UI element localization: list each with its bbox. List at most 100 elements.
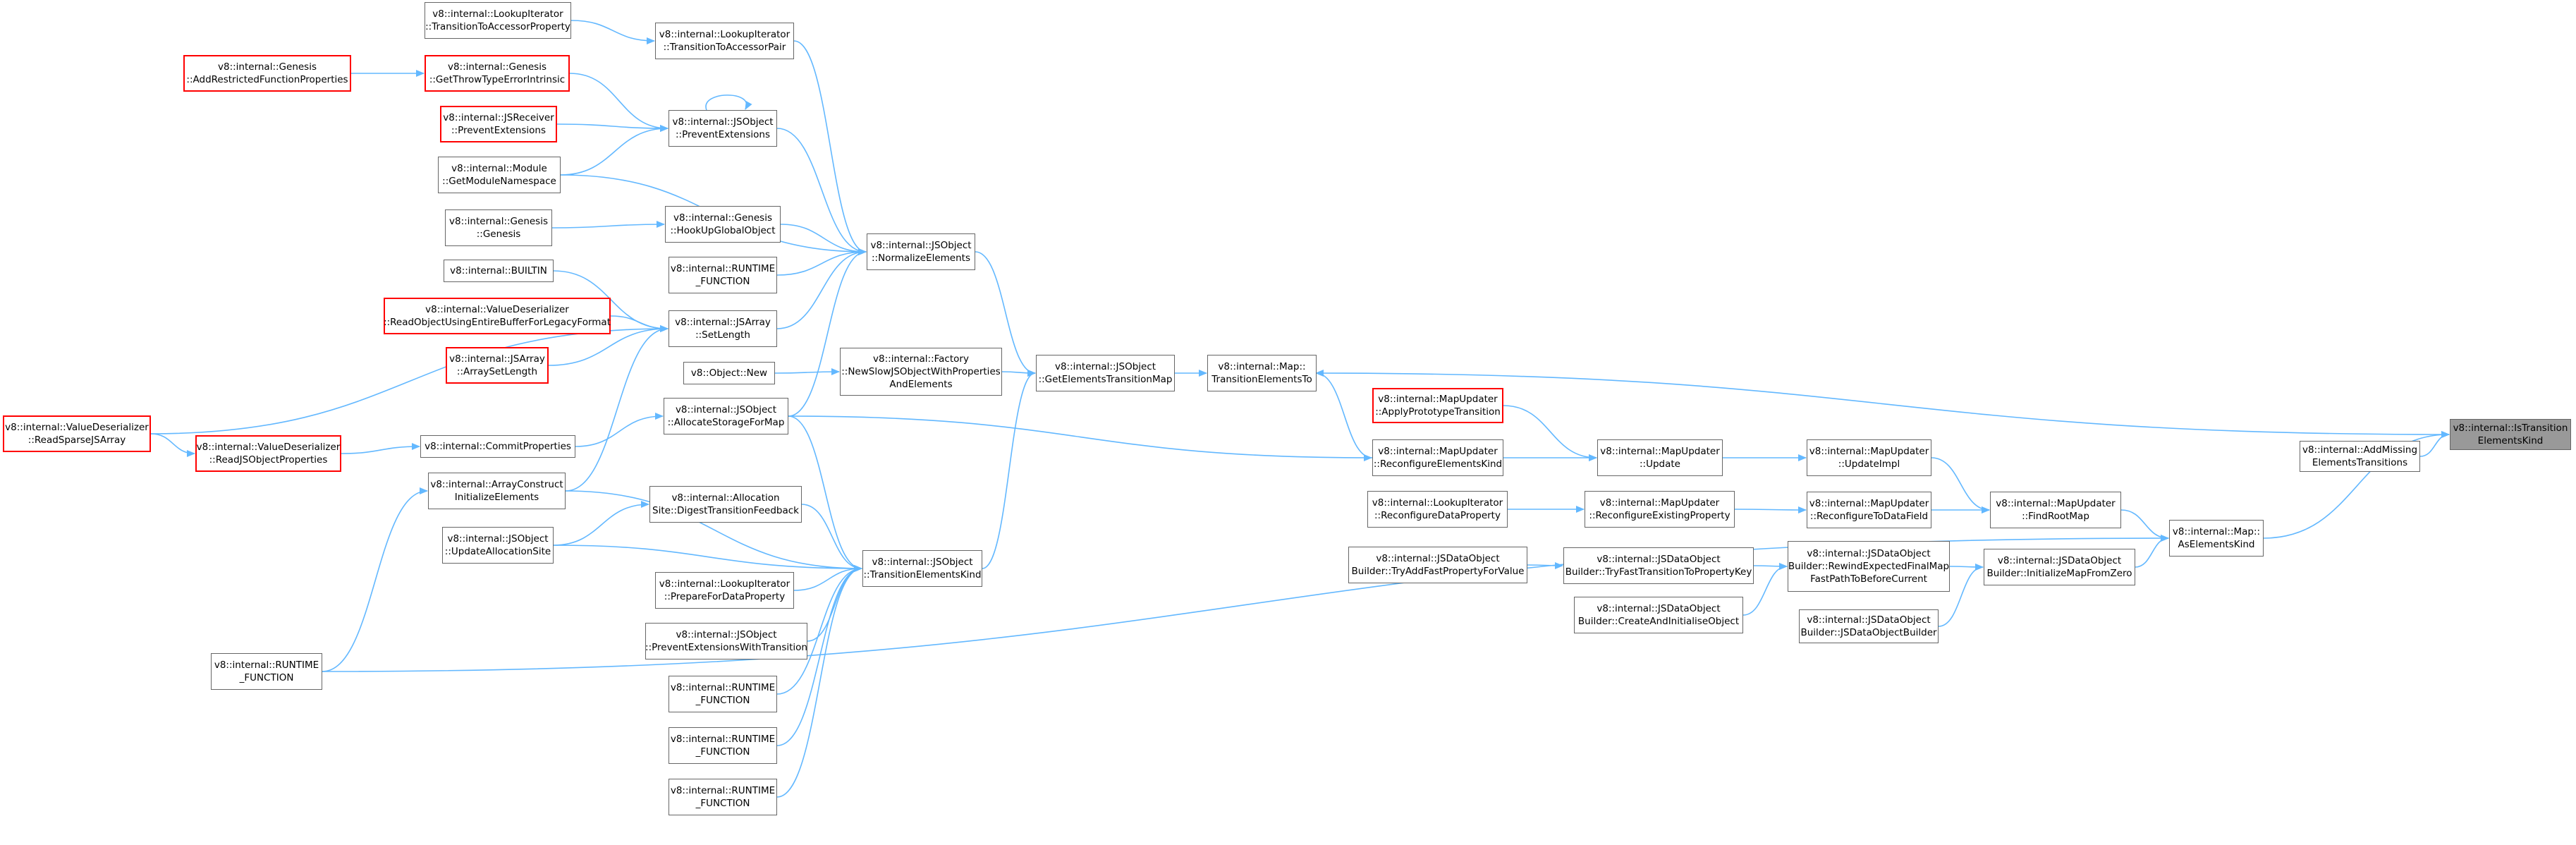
node-runtime-function[interactable]: v8::internal::RUNTIME_FUNCTION: [669, 257, 777, 293]
node-map-transition-elements-to[interactable]: v8::internal::Map::TransitionElementsTo: [1207, 355, 1317, 391]
edge-n_gen-to-n_hugo: [551, 221, 665, 229]
edge-n_jrpe-to-n_pe: [556, 123, 669, 132]
node-runtime-function[interactable]: v8::internal::RUNTIME_FUNCTION: [669, 676, 777, 712]
node-runtime-function[interactable]: v8::internal::RUNTIME_FUNCTION: [211, 653, 322, 690]
node-label: v8::internal::MapUpdater::FindRootMap: [1996, 498, 2116, 522]
node-lookup-iterator-reconfigure-data-property[interactable]: v8::internal::LookupIterator::Reconfigur…: [1367, 491, 1508, 528]
edge-n_rfl-to-n_acie: [322, 487, 428, 672]
node-label: v8::internal::Genesis::Genesis: [448, 216, 549, 240]
node-factory-new-slow-jsobject[interactable]: v8::internal::Factory::NewSlowJSObjectWi…: [840, 348, 1002, 396]
node-label: v8::internal::Genesis::AddRestrictedFunc…: [186, 61, 348, 85]
node-lookup-iterator-transition-to-accessor-pair[interactable]: v8::internal::LookupIterator::Transition…: [655, 23, 794, 59]
edge-n_rf1-to-n_norm: [776, 248, 867, 276]
edge-n_cai-to-n_rewind: [1742, 563, 1788, 616]
node-jsobject-prevent-extensions[interactable]: v8::internal::JSObject::PreventExtension…: [669, 110, 777, 147]
node-value-deserializer-read-sparse-jsarray[interactable]: v8::internal::ValueDeserializer::ReadSpa…: [3, 415, 151, 452]
node-jsarray-set-length[interactable]: v8::internal::JSArray::SetLength: [669, 310, 777, 347]
node-label: v8::internal::JSObject::PreventExtension…: [672, 116, 774, 140]
node-jsobject-normalize-elements[interactable]: v8::internal::JSObject::NormalizeElement…: [867, 233, 975, 270]
node-label: v8::internal::RUNTIME_FUNCTION: [670, 263, 776, 287]
edge-n_frm-to-n_aek: [2120, 509, 2169, 542]
edge-n_ua-to-n_adtf: [553, 501, 649, 546]
edge-n_objnew-to-n_fac: [774, 368, 840, 376]
node-label: v8::internal::LookupIterator::PrepareFor…: [659, 578, 790, 602]
node-label: v8::internal::RUNTIME_FUNCTION: [214, 659, 319, 683]
node-label: v8::internal::JSArray::SetLength: [675, 317, 771, 341]
node-jsreceiver-prevent-extensions[interactable]: v8::internal::JSReceiver::PreventExtensi…: [440, 106, 557, 142]
node-map-updater-reconfigure-to-data-field[interactable]: v8::internal::MapUpdater::ReconfigureToD…: [1807, 492, 1931, 528]
node-jsobject-get-elements-transition-map[interactable]: v8::internal::JSObject::GetElementsTrans…: [1036, 355, 1175, 391]
node-label: v8::internal::Genesis::GetThrowTypeError…: [429, 61, 566, 85]
edge-n_ua-to-n_tek: [553, 545, 862, 572]
node-label: v8::internal::LookupIterator::Reconfigur…: [1372, 497, 1503, 521]
node-label: v8::internal::MapUpdater::ReconfigureExi…: [1589, 497, 1730, 521]
node-map-updater-update[interactable]: v8::internal::MapUpdater::Update: [1597, 439, 1723, 476]
node-runtime-function[interactable]: v8::internal::RUNTIME_FUNCTION: [669, 727, 777, 764]
node-label: v8::internal::JSObject::AllocateStorageF…: [667, 404, 785, 428]
node-label: v8::internal::JSArray::ArraySetLength: [449, 353, 545, 377]
node-lookup-iterator-prepare-for-data-property[interactable]: v8::internal::LookupIterator::PrepareFor…: [655, 572, 794, 609]
node-map-updater-reconfigure-elements-kind[interactable]: v8::internal::MapUpdater::ReconfigureEle…: [1372, 439, 1503, 476]
node-jsobject-update-allocation-site[interactable]: v8::internal::JSObject::UpdateAllocation…: [442, 527, 554, 564]
node-label: v8::internal::MapUpdater::ApplyPrototype…: [1375, 394, 1501, 418]
node-value-deserializer-read-jsobject-properties[interactable]: v8::internal::ValueDeserializer::ReadJSO…: [195, 435, 341, 472]
node-label: v8::internal::CommitProperties: [425, 441, 571, 452]
node-value-deserializer-read-object-legacy-format[interactable]: v8::internal::ValueDeserializer::ReadObj…: [384, 298, 611, 334]
edge-n_asfm-to-n_rek: [788, 415, 1372, 461]
edge-n_imfz-to-n_aek: [2135, 535, 2169, 568]
node-module-get-module-namespace[interactable]: v8::internal::Module::GetModuleNamespace: [438, 157, 561, 193]
node-label: v8::internal::JSObject::TransitionElemen…: [863, 557, 982, 580]
node-builtin[interactable]: v8::internal::BUILTIN: [444, 260, 554, 282]
node-map-as-elements-kind[interactable]: v8::internal::Map::AsElementsKind: [2169, 520, 2264, 557]
edge-n_setlen-to-n_norm: [776, 248, 867, 329]
edge-n_hugo-to-n_norm: [780, 224, 867, 255]
node-runtime-function[interactable]: v8::internal::RUNTIME_FUNCTION: [669, 779, 777, 815]
node-lookup-iterator-transition-to-accessor-property[interactable]: v8::internal::LookupIterator::Transition…: [425, 2, 571, 39]
node-label: v8::internal::MapUpdater::Update: [1600, 446, 1720, 470]
edge-n_cp-to-n_asfm: [575, 413, 664, 447]
node-label: v8::internal::RUNTIME_FUNCTION: [670, 682, 776, 706]
edge-n_rf2-to-n_tek: [776, 565, 862, 695]
node-label: v8::internal::RUNTIME_FUNCTION: [670, 734, 776, 758]
node-object-new[interactable]: v8::Object::New: [683, 362, 775, 384]
edge-n_gtte-to-n_pe: [569, 73, 669, 132]
node-genesis-genesis[interactable]: v8::internal::Genesis::Genesis: [445, 209, 552, 246]
node-commit-properties[interactable]: v8::internal::CommitProperties: [420, 435, 575, 458]
node-jsobject-prevent-extensions-with-transition[interactable]: v8::internal::JSObject::PreventExtension…: [645, 623, 807, 659]
node-map-updater-reconfigure-existing-property[interactable]: v8::internal::MapUpdater::ReconfigureExi…: [1585, 491, 1735, 528]
node-label: v8::internal::LookupIterator::Transition…: [425, 8, 570, 32]
node-map-updater-apply-prototype-transition[interactable]: v8::internal::MapUpdater::ApplyPrototype…: [1372, 388, 1503, 423]
edge-n_asl-to-n_setlen: [548, 325, 669, 366]
node-genesis-hook-up-global-object[interactable]: v8::internal::Genesis::HookUpGlobalObjec…: [665, 206, 781, 243]
edge-n_acie-to-n_setlen: [565, 325, 669, 492]
node-jsobject-allocate-storage-for-map[interactable]: v8::internal::JSObject::AllocateStorageF…: [664, 398, 788, 434]
node-label: v8::internal::MapUpdater::UpdateImpl: [1809, 446, 1929, 470]
edge-n_vdrjo-to-n_cp: [341, 443, 420, 454]
node-genesis-get-throw-type-error-intrinsic[interactable]: v8::internal::Genesis::GetThrowTypeError…: [425, 55, 570, 92]
edge-n_rep-to-n_rtdf: [1734, 506, 1807, 513]
node-map-updater-update-impl[interactable]: v8::internal::MapUpdater::UpdateImpl: [1807, 439, 1931, 476]
node-genesis-add-restricted-function-properties[interactable]: v8::internal::Genesis::AddRestrictedFunc…: [183, 55, 351, 92]
edge-n_ltapr-to-n_ltap: [570, 20, 655, 44]
node-label: v8::internal::ValueDeserializer::ReadJSO…: [196, 442, 341, 466]
node-jsobject-transition-elements-kind[interactable]: v8::internal::JSObject::TransitionElemen…: [862, 550, 982, 587]
node-label: v8::internal::MapUpdater::ReconfigureToD…: [1809, 498, 1929, 522]
node-map-updater-find-root-map[interactable]: v8::internal::MapUpdater::FindRootMap: [1990, 492, 2121, 528]
node-jsarray-array-set-length[interactable]: v8::internal::JSArray::ArraySetLength: [446, 347, 549, 384]
